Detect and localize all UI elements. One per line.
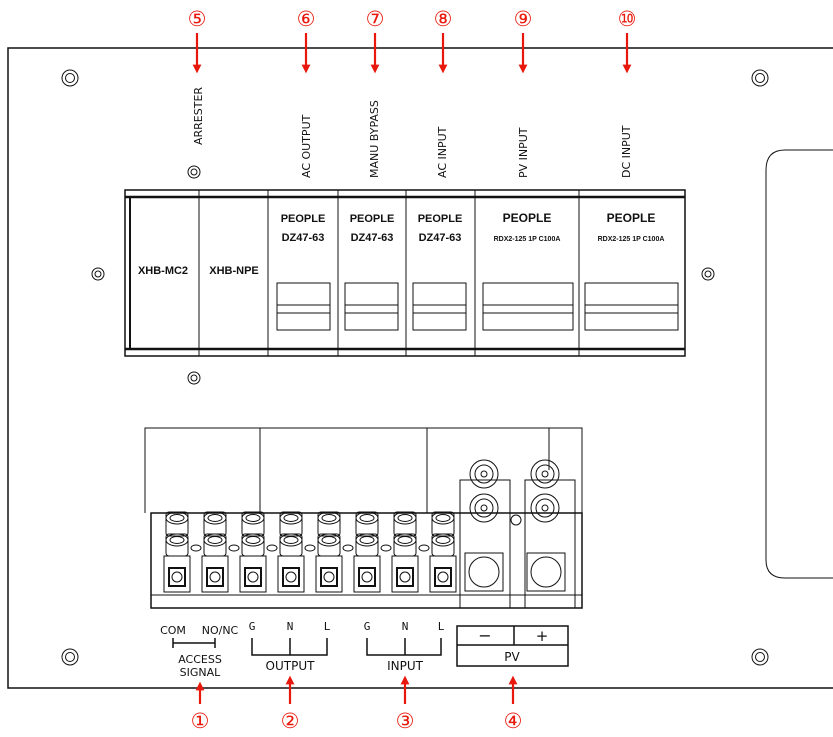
signal-label: SIGNAL <box>180 666 222 679</box>
access-bracket <box>172 638 216 648</box>
access-com-label: COM <box>160 624 186 637</box>
breaker-ac-output: PEOPLE DZ47-63 <box>281 213 326 244</box>
pv-label-box <box>456 625 569 667</box>
panel-screws <box>61 69 769 666</box>
pv-plus-label: + <box>536 627 549 645</box>
terminal-post <box>163 511 202 593</box>
terminal-post <box>429 511 457 593</box>
label-pv-input: PV INPUT <box>517 127 530 178</box>
callout-4: ④ <box>504 709 523 733</box>
pv-plus-post <box>526 459 566 592</box>
input-l-label: L <box>438 620 445 633</box>
breaker-toggles <box>276 282 679 331</box>
breaker-pv-input: PEOPLE RDX2-125 1P C100A <box>494 211 561 243</box>
label-ac-input: AC INPUT <box>436 126 449 178</box>
terminal-post <box>391 511 430 593</box>
access-label: ACCESS <box>178 653 222 666</box>
callout-2: ② <box>281 709 300 733</box>
callout-3: ③ <box>396 709 415 733</box>
output-n-label: N <box>287 620 294 633</box>
breaker-brand: PEOPLE <box>503 211 552 225</box>
screw-bottom-left <box>61 648 79 666</box>
input-g-label: G <box>364 620 371 633</box>
breaker-model: DZ47-63 <box>282 232 325 244</box>
callout-9: ⑨ <box>514 7 533 31</box>
label-manu-bypass: MANU BYPASS <box>368 100 381 178</box>
access-no-nc-label: NO/NC <box>202 624 239 637</box>
rail-screw-top <box>187 165 201 179</box>
breaker-dc-input: PEOPLE RDX2-125 1P C100A <box>598 211 665 243</box>
panel-outline <box>7 47 833 689</box>
toggle-manu-bypass <box>344 282 399 331</box>
output-label: OUTPUT <box>266 659 316 673</box>
screw-top-left <box>61 69 79 87</box>
breaker-xhb-npe-label: XHB-NPE <box>209 265 259 277</box>
label-arrester: ARRESTER <box>192 87 205 145</box>
callout-7: ⑦ <box>366 7 385 31</box>
toggle-pv-input <box>482 282 574 331</box>
pv-terminal-block <box>459 459 576 609</box>
output-g-label: G <box>249 620 256 633</box>
rail-screw-bottom <box>187 371 201 385</box>
breaker-rail <box>124 189 686 357</box>
breaker-brand: PEOPLE <box>418 213 463 225</box>
breaker-manu-bypass: PEOPLE DZ47-63 <box>350 213 395 244</box>
pv-minus-label: − <box>478 626 491 645</box>
callout-1: ① <box>191 709 210 733</box>
terminal-post <box>277 511 316 593</box>
screw-top-right <box>751 69 769 87</box>
pv-label: PV <box>504 650 520 664</box>
input-bracket <box>366 638 442 656</box>
label-ac-output: AC OUTPUT <box>300 114 313 178</box>
callout-5: ⑤ <box>188 7 207 31</box>
terminal-post <box>239 511 278 593</box>
breaker-xhb-mc2-label: XHB-MC2 <box>138 265 188 277</box>
label-dc-input: DC INPUT <box>620 125 633 178</box>
input-label: INPUT <box>387 659 424 673</box>
toggle-dc-input <box>584 282 679 331</box>
callout-6: ⑥ <box>297 7 316 31</box>
terminal-post <box>315 511 354 593</box>
pv-minus-post <box>464 459 504 592</box>
breaker-model: RDX2-125 1P C100A <box>494 236 561 243</box>
terminal-posts <box>163 511 457 593</box>
toggle-ac-input <box>412 282 467 331</box>
breaker-model: DZ47-63 <box>351 232 394 244</box>
screw-mid-left <box>91 267 105 281</box>
input-n-label: N <box>402 620 409 633</box>
breaker-ac-input: PEOPLE DZ47-63 <box>418 213 463 244</box>
output-l-label: L <box>324 620 331 633</box>
terminal-post <box>353 511 392 593</box>
breaker-brand: PEOPLE <box>350 213 395 225</box>
screw-mid-right <box>701 267 715 281</box>
output-bracket <box>251 638 328 656</box>
breaker-brand: PEOPLE <box>607 211 656 225</box>
terminal-post <box>201 511 240 593</box>
callout-8: ⑧ <box>434 7 453 31</box>
screw-bottom-right <box>751 648 769 666</box>
top-arrows <box>192 33 632 74</box>
bottom-arrows <box>195 675 518 704</box>
callout-10: ⑩ <box>618 7 637 31</box>
breaker-model: RDX2-125 1P C100A <box>598 236 665 243</box>
breaker-brand: PEOPLE <box>281 213 326 225</box>
breaker-model: DZ47-63 <box>419 232 462 244</box>
toggle-ac-output <box>276 282 331 331</box>
